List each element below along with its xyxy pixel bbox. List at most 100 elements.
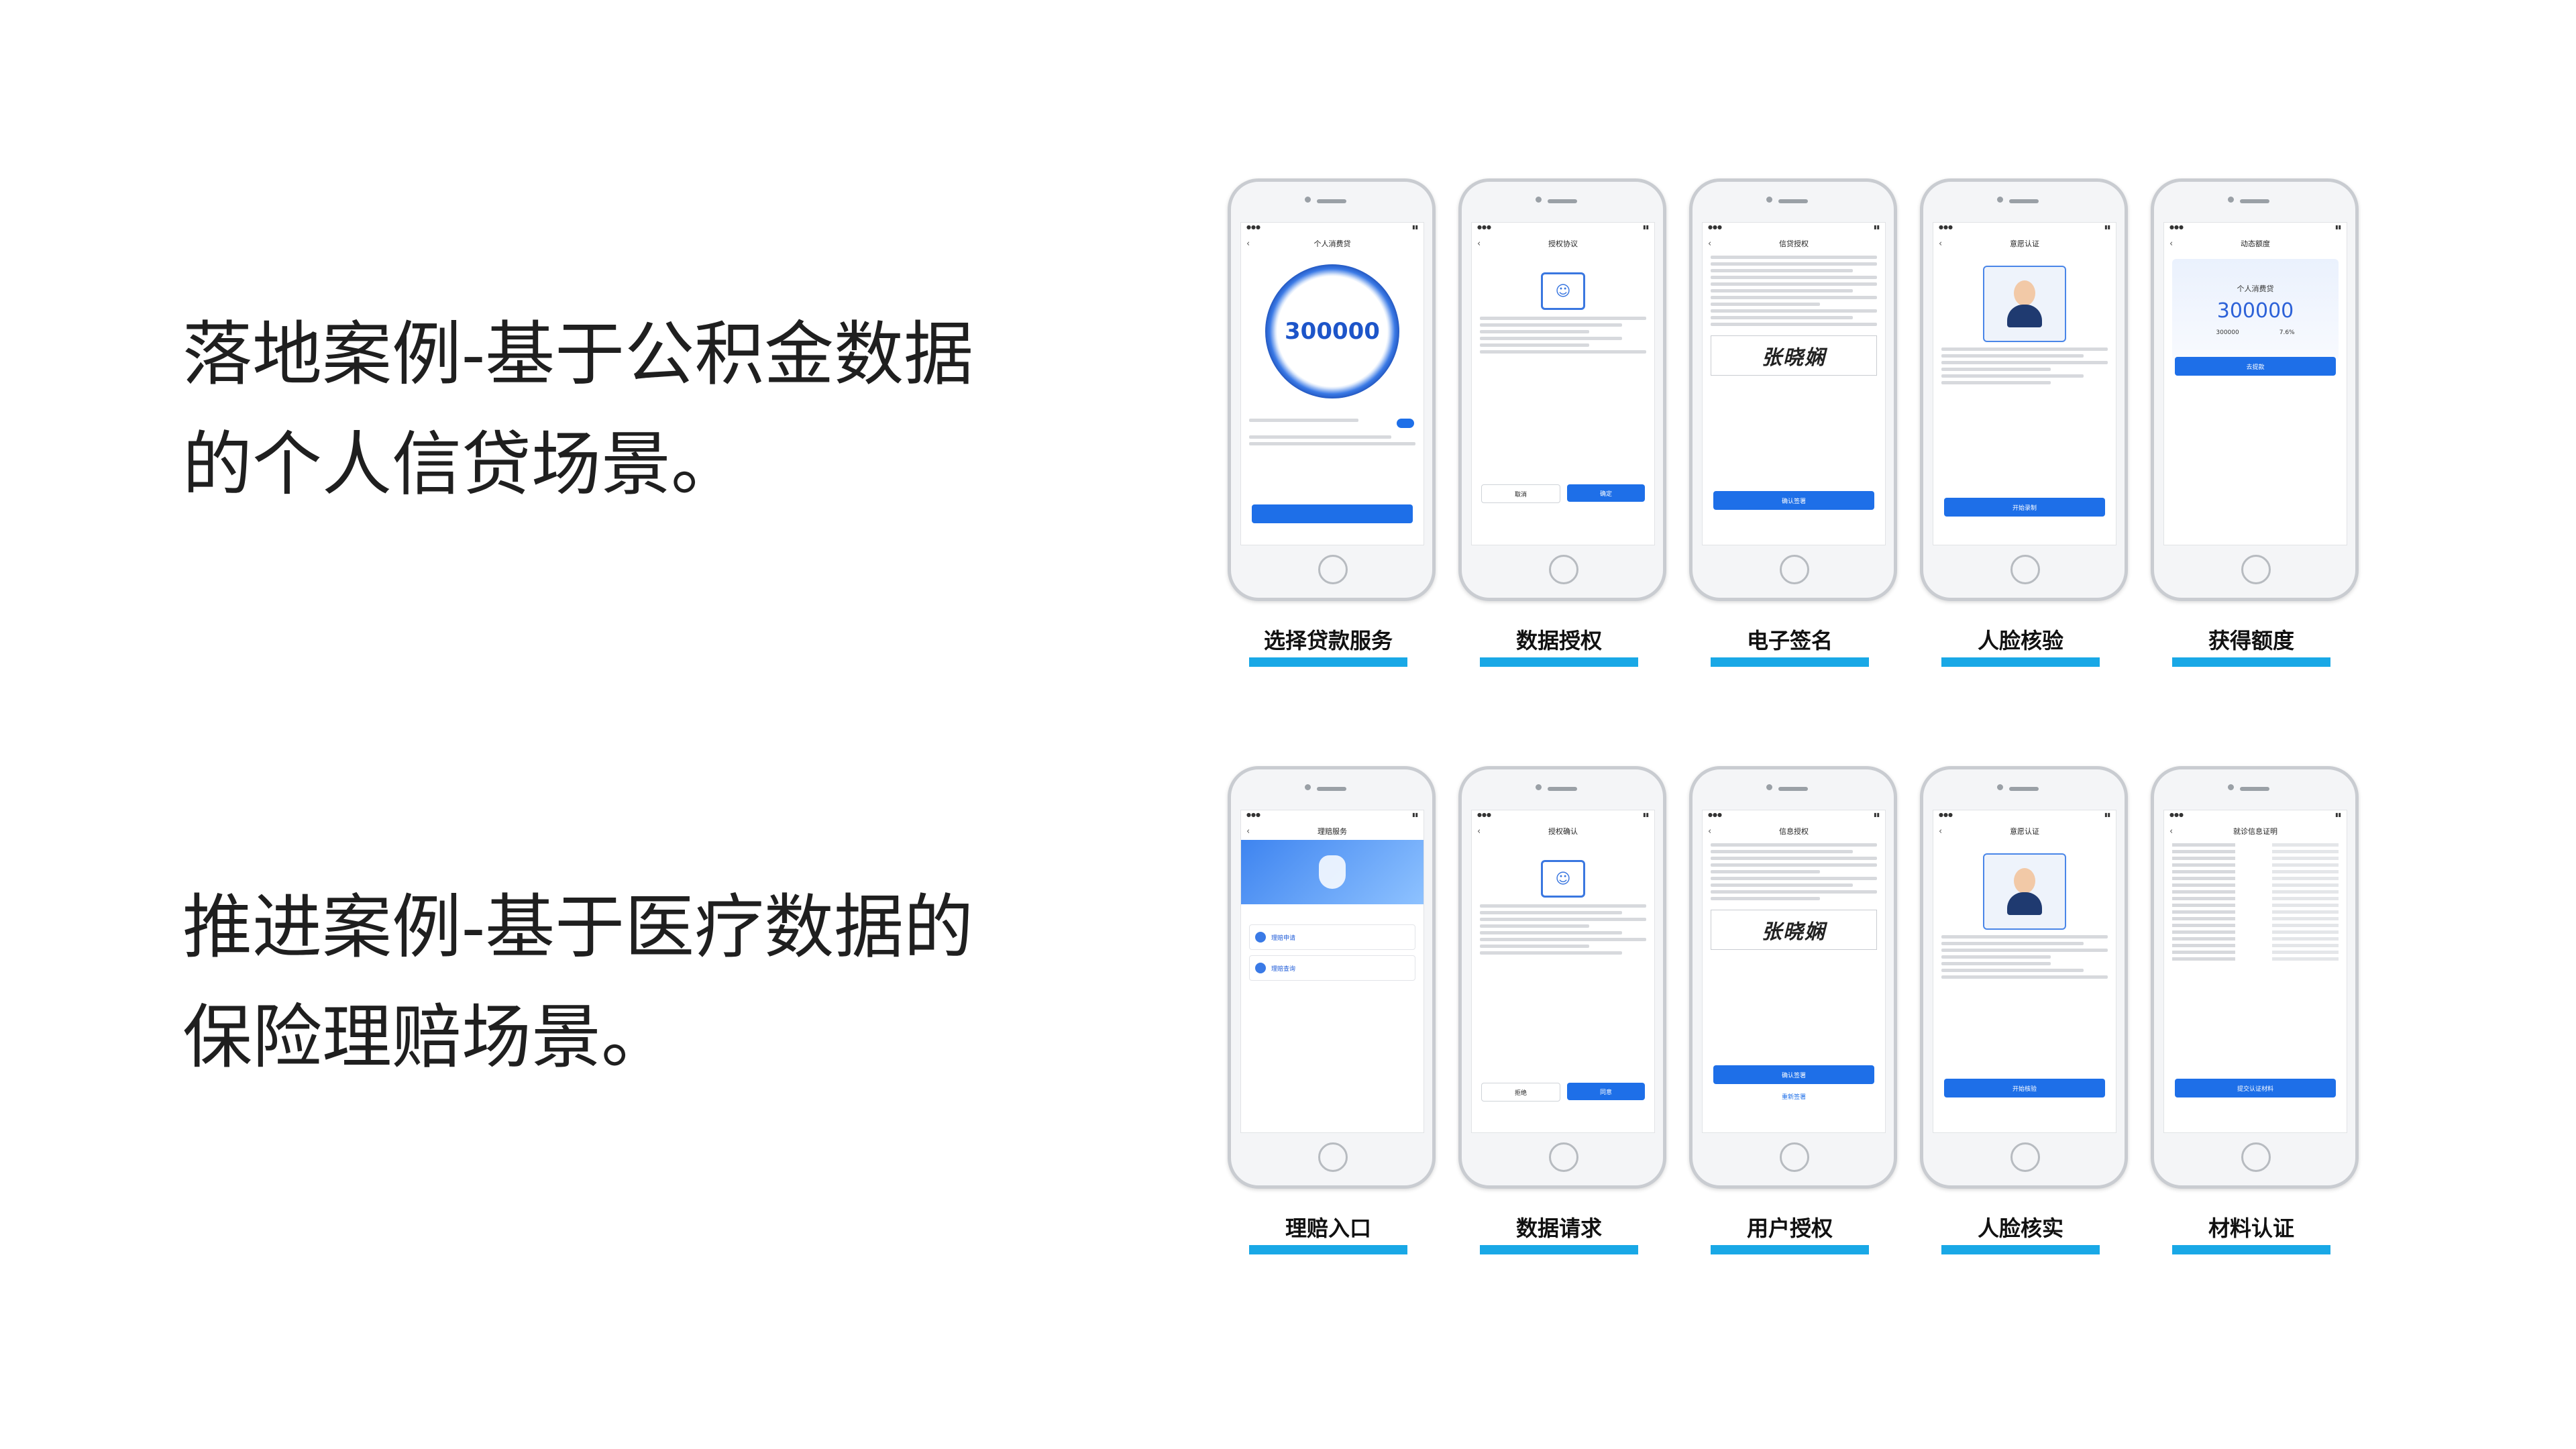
- text-placeholder: [1941, 955, 2051, 959]
- text-placeholder: [1711, 863, 1877, 867]
- home-button[interactable]: [2010, 555, 2040, 584]
- text-placeholder: [1941, 975, 2108, 979]
- screen-title: 就诊信息证明: [2233, 827, 2277, 836]
- claim-icon: [1255, 932, 1266, 943]
- step-label: 获得额度: [2208, 628, 2294, 653]
- claim-apply-item[interactable]: 理赔申请: [1249, 924, 1415, 950]
- reject-button[interactable]: 拒绝: [1481, 1083, 1560, 1102]
- phone-screen: ●●●▮▮ ‹ 动态额度 个人消费贷 300000 300000 7.6% 去提…: [2163, 222, 2347, 545]
- camera-icon: [1766, 197, 1772, 203]
- text-placeholder: [1941, 949, 2108, 952]
- screen-title: 信贷授权: [1779, 239, 1809, 248]
- case-1-step-4: ●●●▮▮ ‹ 意愿认证 开始录制 人脸核验: [1920, 178, 2128, 667]
- nav-bar: ‹ 信贷授权: [1703, 235, 1885, 252]
- info-row: [2172, 937, 2339, 941]
- text-placeholder: [1941, 381, 2051, 384]
- cancel-button[interactable]: 取消: [1481, 484, 1560, 503]
- camera-icon: [1536, 197, 1542, 203]
- resign-link[interactable]: 重新签署: [1781, 1094, 1806, 1101]
- back-icon[interactable]: ‹: [1708, 826, 1712, 837]
- phone-screen: ●●●▮▮ ‹ 意愿认证 开始录制: [1933, 222, 2116, 545]
- info-row: [2172, 850, 2339, 853]
- back-icon[interactable]: ‹: [1246, 826, 1250, 837]
- step-label: 数据授权: [1515, 628, 1602, 653]
- toggle-switch[interactable]: [1397, 419, 1414, 428]
- text-placeholder: [1711, 897, 1821, 900]
- text-placeholder: [1941, 361, 2108, 364]
- info-row: [2172, 857, 2339, 860]
- phone-screen: ●●●▮▮ ‹ 信息授权 张晓娴 确认签署 重新签署: [1702, 810, 1886, 1133]
- sign-button[interactable]: 确认签署: [1713, 491, 1874, 510]
- submit-button[interactable]: 提交认证材料: [2175, 1079, 2336, 1097]
- claim-query-item[interactable]: 理赔查询: [1249, 955, 1415, 981]
- speaker-icon: [2240, 787, 2269, 791]
- text-placeholder: [1480, 918, 1646, 921]
- home-button[interactable]: [1780, 555, 1809, 584]
- home-button[interactable]: [1549, 1142, 1578, 1172]
- phone-mockup: ●●●▮▮ ‹ 理赔服务 理赔申请 理赔查询: [1228, 766, 1436, 1189]
- verify-button[interactable]: 开始核验: [1944, 1079, 2105, 1097]
- signature-pad[interactable]: 张晓娴: [1711, 335, 1877, 376]
- camera-icon: [1536, 784, 1542, 790]
- agree-button[interactable]: 同意: [1567, 1083, 1645, 1100]
- apply-button[interactable]: [1252, 504, 1413, 523]
- withdraw-button[interactable]: 去提款: [2175, 357, 2336, 376]
- signature-pad[interactable]: 张晓娴: [1711, 910, 1877, 950]
- phone-mockup: ●●●▮▮ ‹ 授权确认 ☺ 拒绝 同意: [1458, 766, 1666, 1189]
- home-button[interactable]: [2241, 555, 2271, 584]
- info-row: [2172, 944, 2339, 947]
- back-icon[interactable]: ‹: [1246, 238, 1250, 249]
- back-icon[interactable]: ‹: [1477, 238, 1481, 249]
- text-placeholder: [1711, 870, 1821, 873]
- term-value: 300000: [2216, 329, 2239, 336]
- insurance-banner: [1241, 840, 1424, 904]
- text-placeholder: [1711, 890, 1877, 894]
- back-icon[interactable]: ‹: [2169, 826, 2174, 837]
- back-icon[interactable]: ‹: [1708, 238, 1712, 249]
- back-icon[interactable]: ‹: [2169, 238, 2174, 249]
- camera-icon: [2228, 784, 2234, 790]
- record-button[interactable]: 开始录制: [1944, 498, 2105, 517]
- status-bar: ●●●▮▮: [2169, 812, 2341, 818]
- home-button[interactable]: [2241, 1142, 2271, 1172]
- credit-gauge: 300000: [1265, 264, 1399, 398]
- text-placeholder: [1711, 276, 1877, 279]
- info-row: [2172, 904, 2339, 907]
- home-button[interactable]: [1780, 1142, 1809, 1172]
- case-1-description: 落地案例-基于公积金数据 的个人信贷场景。: [182, 299, 973, 519]
- face-frame: [1983, 266, 2066, 342]
- text-placeholder: [1480, 924, 1590, 928]
- home-button[interactable]: [1549, 555, 1578, 584]
- speaker-icon: [1548, 787, 1577, 791]
- home-button[interactable]: [1318, 555, 1348, 584]
- text-placeholder: [1480, 904, 1646, 908]
- back-icon[interactable]: ‹: [1477, 826, 1481, 837]
- text-placeholder: [1711, 262, 1877, 266]
- text-placeholder: [1941, 935, 2108, 938]
- home-button[interactable]: [1318, 1142, 1348, 1172]
- step-underline: [1941, 657, 2100, 667]
- phone-mockup: ●●●▮▮ ‹ 意愿认证 开始录制: [1920, 178, 2128, 601]
- text-placeholder: [1711, 289, 1854, 292]
- step-label: 电子签名: [1746, 628, 1833, 653]
- info-row: [2172, 877, 2339, 880]
- case-2-description: 推进案例-基于医疗数据的 保险理赔场景。: [182, 872, 973, 1092]
- case-2-step-3: ●●●▮▮ ‹ 信息授权 张晓娴 确认签署 重新签署 用户授权: [1689, 766, 1897, 1254]
- status-bar: ●●●▮▮: [1477, 812, 1649, 818]
- sign-button[interactable]: 确认签署: [1713, 1065, 1874, 1084]
- phone-screen: ●●●▮▮ ‹ 信贷授权 张晓娴 确认签署: [1702, 222, 1886, 545]
- info-row: [2172, 890, 2339, 894]
- nav-bar: ‹ 意愿认证: [1933, 235, 2116, 252]
- back-icon[interactable]: ‹: [1939, 238, 1943, 249]
- home-button[interactable]: [2010, 1142, 2040, 1172]
- status-bar: ●●●▮▮: [1246, 812, 1418, 818]
- case-1-line-2: 的个人信贷场景。: [182, 423, 741, 505]
- confirm-button[interactable]: 确定: [1567, 484, 1645, 502]
- back-icon[interactable]: ‹: [1939, 826, 1943, 837]
- speaker-icon: [1778, 787, 1808, 791]
- status-bar: ●●●▮▮: [2169, 224, 2341, 230]
- text-placeholder: [1711, 883, 1854, 887]
- case-2-step-1: ●●●▮▮ ‹ 理赔服务 理赔申请 理赔查询 理赔入口: [1228, 766, 1436, 1254]
- phone-mockup: ●●●▮▮ ‹ 授权协议 ☺ 取消 确定: [1458, 178, 1666, 601]
- text-placeholder: [1480, 938, 1646, 941]
